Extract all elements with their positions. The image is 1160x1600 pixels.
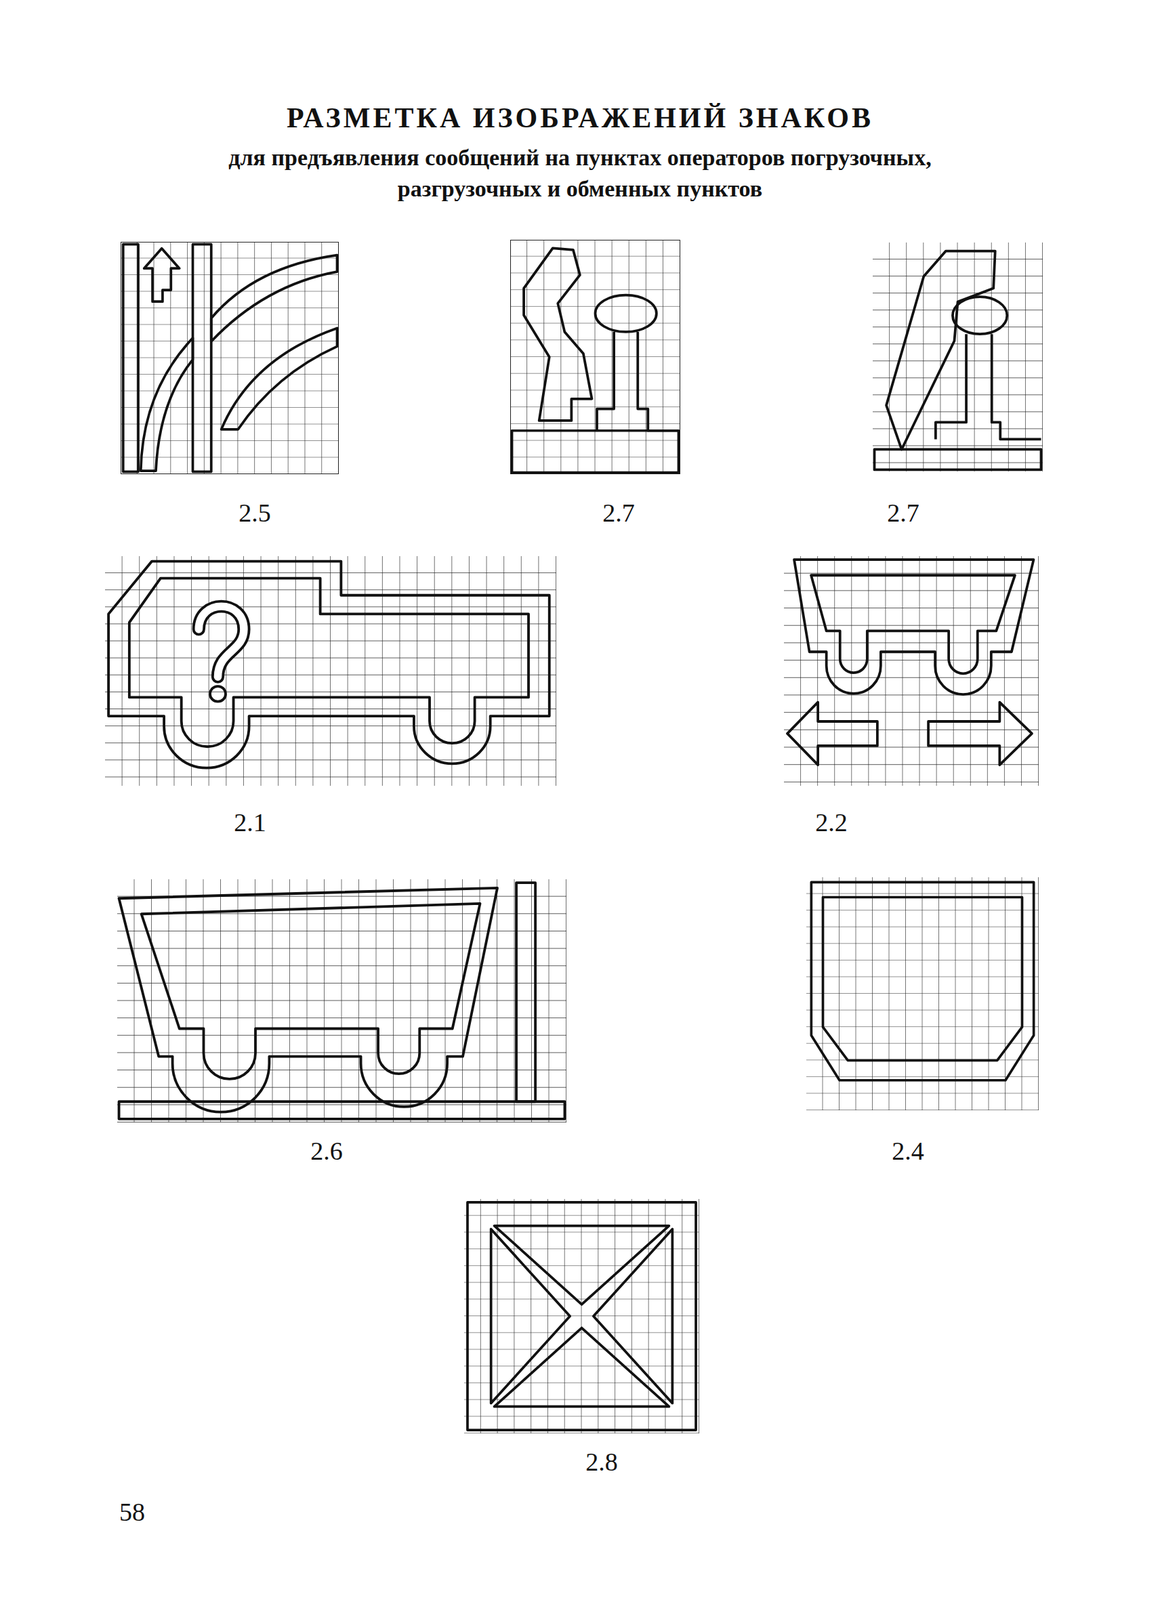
subtitle: для предъявления сообщений на пунктах оп… <box>173 142 987 205</box>
sign-drawing <box>510 239 681 475</box>
sign-drawing <box>783 556 1039 786</box>
figure-number: 2.6 <box>285 1136 368 1167</box>
sign-drawing <box>120 241 339 475</box>
sign-drawing <box>464 1199 700 1434</box>
figure-number: 2.7 <box>862 498 944 528</box>
sign-drawing <box>117 879 567 1123</box>
figure-number: 2.5 <box>214 498 296 528</box>
sign-drawing <box>806 877 1039 1111</box>
page-title: РАЗМЕТКА ИЗОБРАЖЕНИЙ ЗНАКОВ <box>139 101 1021 135</box>
figure-number: 2.8 <box>561 1447 643 1478</box>
figure-number: 2.4 <box>867 1136 949 1167</box>
figure-number: 2.1 <box>209 807 291 838</box>
page-number: 58 <box>98 1497 167 1528</box>
sign-drawing <box>872 242 1043 472</box>
figure-number: 2.2 <box>790 807 873 838</box>
figure-number: 2.7 <box>577 498 660 528</box>
sign-drawing <box>105 556 557 786</box>
